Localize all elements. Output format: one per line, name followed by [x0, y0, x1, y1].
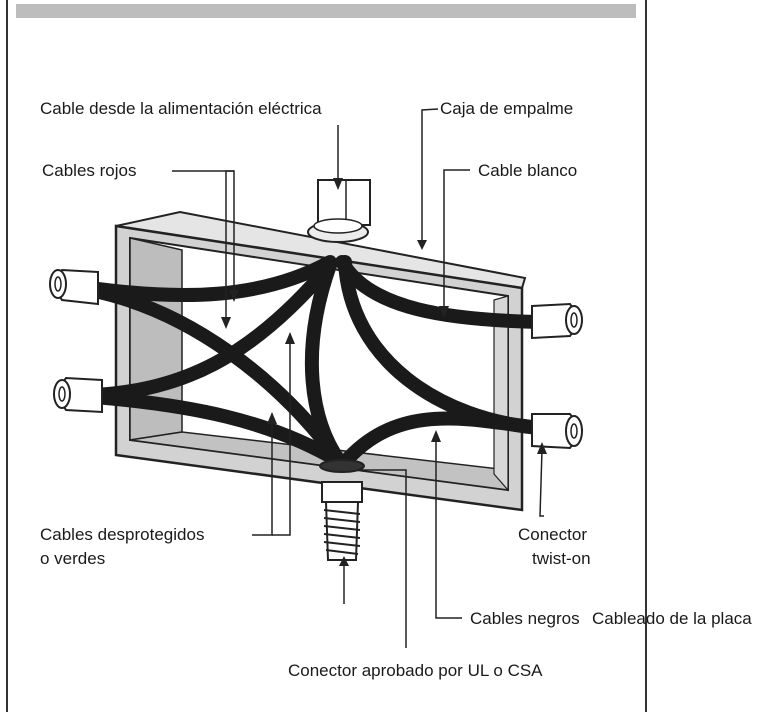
twist-on-connector-right-top: [531, 302, 583, 340]
label-bare-wires-line1: Cables desprotegidos: [40, 525, 205, 544]
label-red-wires: Cables rojos: [42, 161, 137, 180]
header-bar: [16, 4, 636, 18]
arrowheads: [221, 178, 547, 566]
wire-top-right: [335, 255, 547, 329]
label-black-wires: Cables negros: [470, 609, 580, 628]
twist-on-connector-left-bottom: [53, 376, 103, 414]
label-white-wire: Cable blanco: [478, 161, 578, 180]
label-plate-wiring: Cableado de la placa: [592, 609, 752, 628]
top-cable-connector: [307, 179, 371, 243]
frame-right-border: [645, 0, 647, 712]
wire-left-bottom: [88, 390, 347, 469]
twist-on-connector-left-top: [49, 268, 99, 306]
ul-csa-connector: [319, 459, 365, 561]
label-power-cable: Cable desde la alimentación eléctrica: [40, 99, 322, 118]
label-junction-box: Caja de empalme: [440, 99, 574, 118]
label-bare-wires-line2: o verdes: [40, 549, 106, 568]
label-ul-connector: Conector aprobado por UL o CSA: [288, 661, 543, 680]
wire-center-left: [304, 258, 347, 469]
wires: [83, 255, 547, 469]
leader-lines: [172, 108, 544, 648]
twist-on-connector-right-bottom: [531, 413, 583, 450]
wire-bottom-right: [338, 411, 547, 469]
label-connector-line1: Conector: [518, 525, 587, 544]
wire-left-lower: [88, 258, 337, 402]
frame-left-border: [6, 0, 8, 712]
label-connector-line2: twist-on: [532, 549, 591, 568]
